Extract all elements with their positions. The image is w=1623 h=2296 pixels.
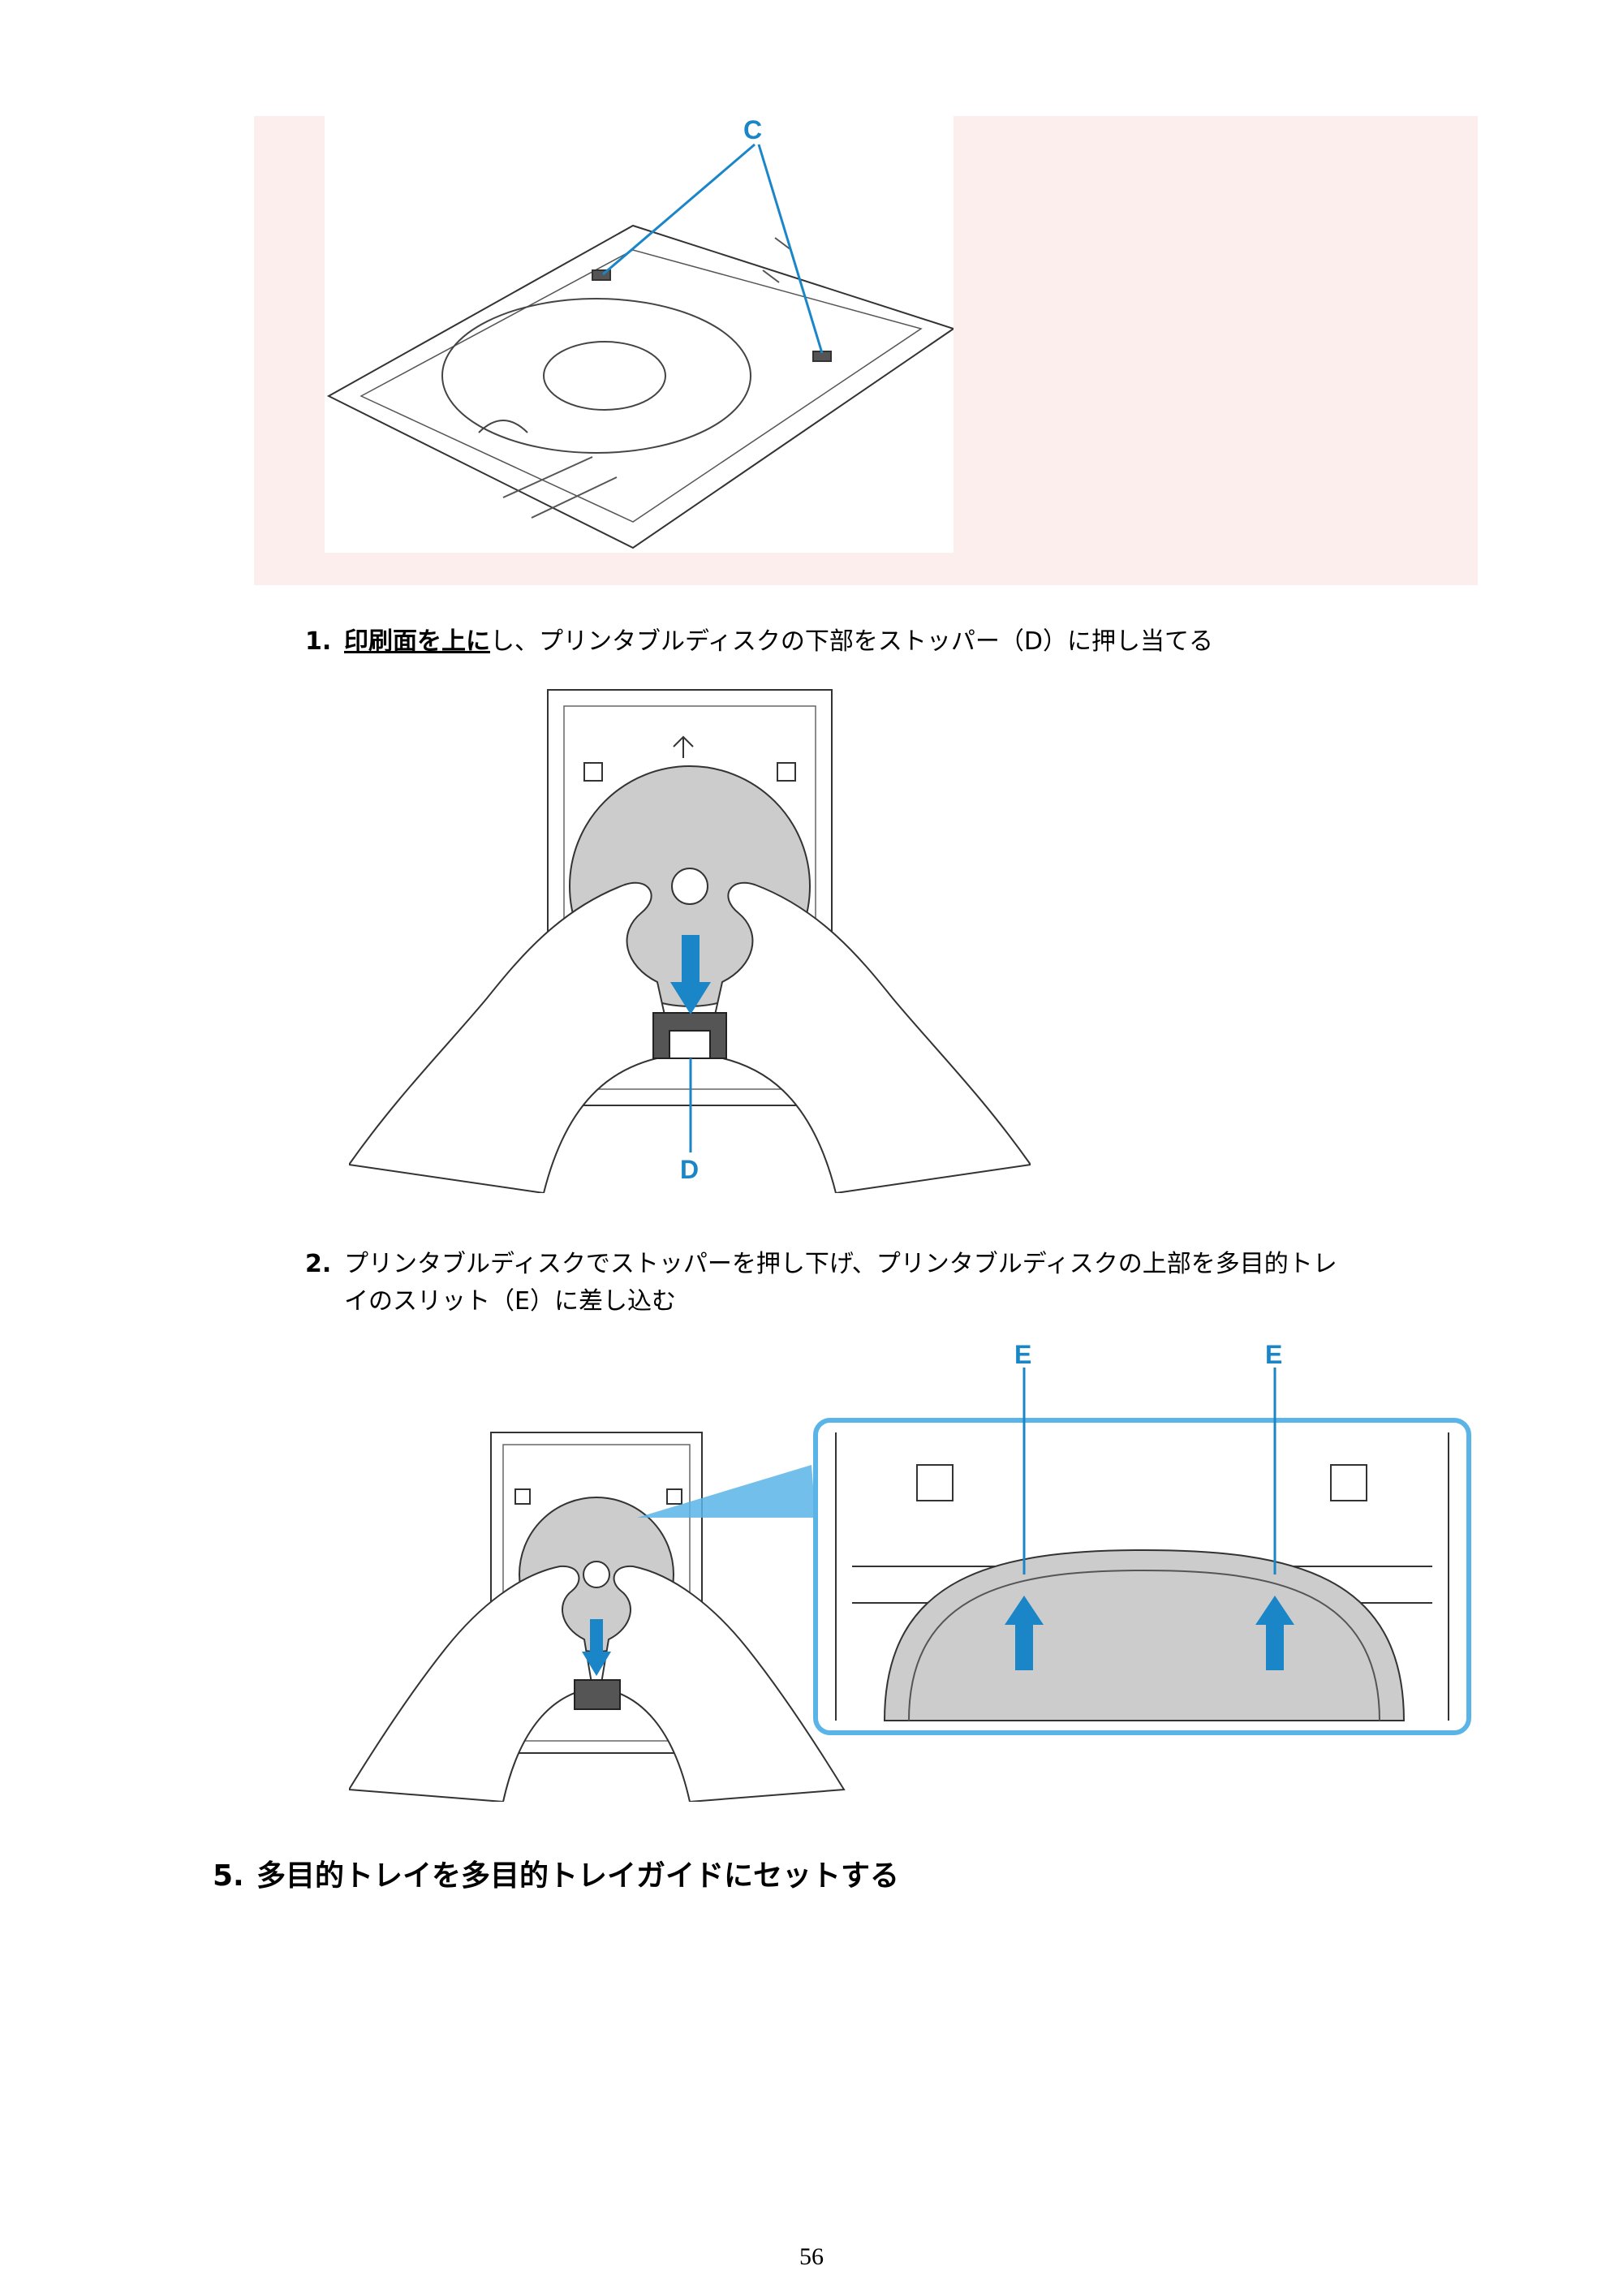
- callout-label-e-right: E: [1265, 1340, 1282, 1369]
- callout-label-d: D: [680, 1155, 699, 1184]
- section-5-title: 多目的トレイを多目的トレイガイドにセットする: [256, 1859, 900, 1893]
- step-1-text: し、プリンタブルディスクの下部をストッパー（D）に押し当てる: [490, 627, 1213, 656]
- callout-label-e-left: E: [1014, 1340, 1031, 1369]
- callout-label-c: C: [743, 116, 762, 144]
- step-2-line-1: プリンタブルディスクでストッパーを押し下げ、プリンタブルディスクの上部を多目的ト…: [344, 1250, 1337, 1278]
- section-5-heading: 5. 多目的トレイを多目的トレイガイドにセットする: [213, 1852, 899, 1894]
- page-number: 56: [799, 2243, 824, 2270]
- tray-illustration-c: C: [325, 116, 954, 553]
- step-1-number: 1.: [305, 627, 332, 656]
- step-2-line-2: イのスリット（E）に差し込む: [344, 1287, 676, 1316]
- disc-into-slit-illustration: E E: [349, 1331, 1477, 1802]
- step-2: 2. プリンタブルディスクでストッパーを押し下げ、プリンタブルディスクの上部を多目…: [305, 1246, 1337, 1320]
- step-1-emphasis: 印刷面を上に: [344, 627, 490, 656]
- step-1: 1. 印刷面を上にし、プリンタブルディスクの下部をストッパー（D）に押し当てる: [305, 623, 1213, 661]
- disc-into-stopper-illustration: D: [349, 674, 1031, 1193]
- section-5-number: 5.: [213, 1859, 244, 1893]
- step-2-number: 2.: [305, 1250, 332, 1278]
